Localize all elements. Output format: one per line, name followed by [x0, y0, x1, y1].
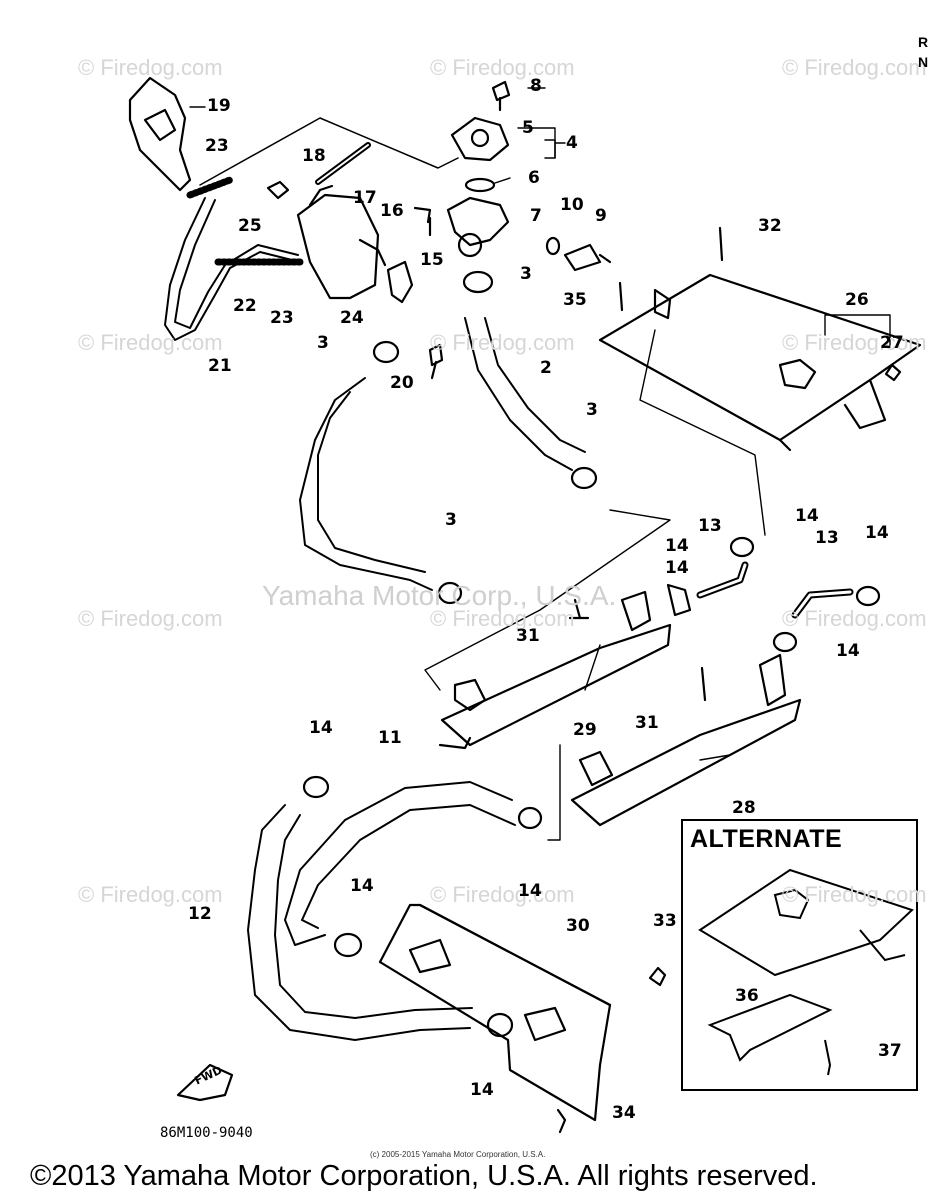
watermark: © Firedog.com	[78, 606, 223, 631]
part-6-oring	[464, 177, 496, 193]
part-label: 10	[560, 195, 584, 215]
part-label: 35	[563, 290, 587, 310]
part-7-housing	[446, 196, 510, 247]
part-label: 14	[665, 558, 689, 578]
watermark: © Firedog.com	[78, 882, 223, 907]
part-label: 2	[540, 358, 552, 378]
part-label: 28	[732, 798, 756, 818]
part-label: 31	[516, 626, 540, 646]
part-label: 23	[205, 136, 229, 156]
part-label: 6	[528, 168, 540, 188]
small-copyright: (c) 2005-2015 Yamaha Motor Corporation, …	[370, 1150, 546, 1159]
part-label: 36	[735, 986, 759, 1006]
part-label: 14	[665, 536, 689, 556]
part-label: 27	[880, 333, 904, 353]
part-label: 3	[520, 264, 532, 284]
part-label: 13	[698, 516, 722, 536]
part-3-clamp-b	[372, 340, 400, 364]
part-label: 34	[612, 1103, 636, 1123]
part-1-hose	[299, 377, 433, 591]
part-3-clamp-c	[570, 466, 598, 490]
part-label: 20	[390, 373, 414, 393]
diagram-code: 86M100-9040	[160, 1125, 253, 1141]
part-label: 3	[586, 400, 598, 420]
part-label: 14	[350, 876, 374, 896]
part-8-bolt	[491, 80, 511, 112]
part-label: 14	[836, 641, 860, 661]
part-11-hose	[284, 781, 513, 946]
watermark: © Firedog.com	[78, 55, 223, 80]
part-label: 9	[595, 206, 607, 226]
watermark: © Firedog.com	[782, 330, 927, 355]
part-label: 24	[340, 308, 364, 328]
watermark: © Firedog.com	[782, 606, 927, 631]
part-label: 8	[530, 76, 542, 96]
part-19-shield	[128, 76, 192, 192]
part-label: 16	[380, 201, 404, 221]
part-label: 17	[353, 188, 377, 208]
part-label: 14	[518, 881, 542, 901]
part-label: 31	[635, 713, 659, 733]
watermark: © Firedog.com	[78, 330, 223, 355]
part-30-cooler	[378, 903, 612, 1122]
alternate-box	[681, 819, 918, 1091]
part-label: 5	[522, 118, 534, 138]
part-label: 4	[566, 133, 578, 153]
copyright: ©2013 Yamaha Motor Corporation, U.S.A. A…	[30, 1160, 818, 1192]
part-label: 14	[470, 1080, 494, 1100]
part-12-hose	[247, 804, 471, 1041]
part-9-sensor	[563, 243, 612, 272]
part-label: 14	[309, 718, 333, 738]
watermark: © Firedog.com	[782, 55, 927, 80]
part-24-bracket	[386, 260, 414, 304]
part-28-cooler	[570, 698, 802, 827]
part-label: 14	[865, 523, 889, 543]
part-label: 32	[758, 216, 782, 236]
alternate-title: ALTERNATE	[690, 825, 843, 853]
part-label: 11	[378, 728, 402, 748]
part-label: 29	[573, 720, 597, 740]
part-label: 26	[845, 290, 869, 310]
watermark: © Firedog.com	[782, 882, 927, 907]
part-label: 18	[302, 146, 326, 166]
watermark: © Firedog.com	[430, 330, 575, 355]
watermark: © Firedog.com	[430, 55, 575, 80]
part-label: 33	[653, 911, 677, 931]
part-label: 25	[238, 216, 262, 236]
part-label: 14	[795, 506, 819, 526]
corner-text: N	[918, 54, 929, 70]
part-16-tank	[296, 193, 380, 300]
center-watermark: Yamaha Motor Corp., U.S.A.	[262, 580, 617, 611]
part-5-cover	[450, 116, 510, 162]
part-label: 22	[233, 296, 257, 316]
watermark: © Firedog.com	[430, 606, 575, 631]
part-label: 3	[445, 510, 457, 530]
part-2-hose	[464, 317, 573, 471]
part-26-plate	[598, 273, 922, 442]
part-label: 7	[530, 206, 542, 226]
part-29-cooler	[440, 623, 672, 747]
part-label: 19	[207, 96, 231, 116]
part-label: 23	[270, 308, 294, 328]
part-label: 21	[208, 356, 232, 376]
fwd-arrow	[176, 1063, 234, 1102]
part-label: 37	[878, 1041, 902, 1061]
part-label: 3	[317, 333, 329, 353]
part-label: 15	[420, 250, 444, 270]
part-3-clamp-a	[462, 270, 494, 294]
corner-text: R	[918, 34, 929, 50]
part-3-clamp-d	[437, 581, 463, 605]
watermark: © Firedog.com	[430, 882, 575, 907]
part-label: 13	[815, 528, 839, 548]
part-label: 30	[566, 916, 590, 936]
part-label: 12	[188, 904, 212, 924]
